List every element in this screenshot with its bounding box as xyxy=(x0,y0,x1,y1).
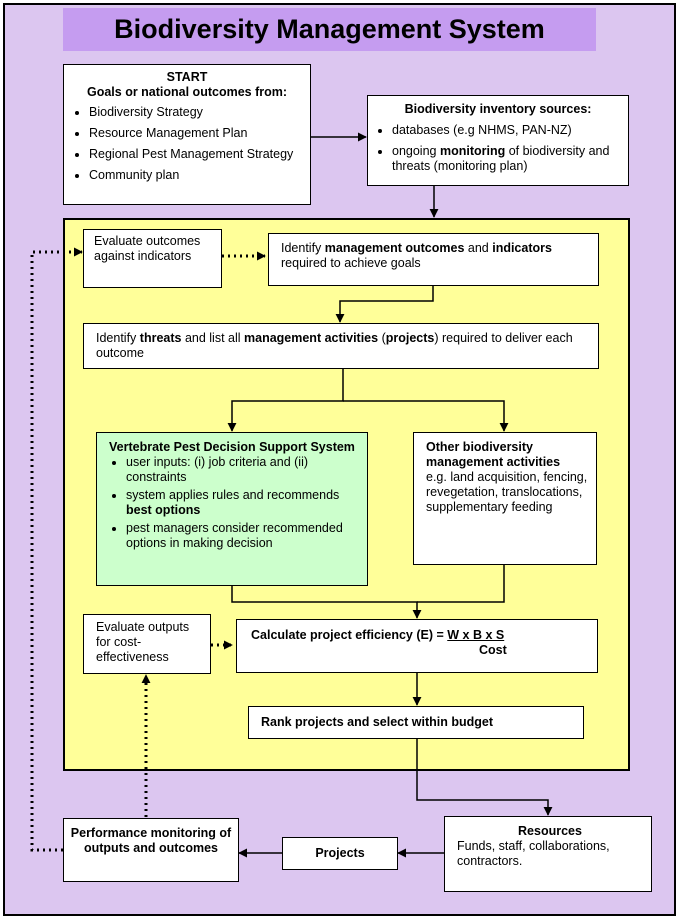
start-heading: START xyxy=(166,70,208,84)
arrow-vpdss-to-efficiency xyxy=(231,586,422,619)
efficiency-label: Calculate project efficiency (E) = xyxy=(251,628,448,642)
arrow-outcomes-to-threats xyxy=(335,285,434,323)
identify-threats-box: Identify threats and list all management… xyxy=(83,323,599,369)
identify-outcomes-box: Identify management outcomes and indicat… xyxy=(268,233,599,286)
arrow-threats-to-other xyxy=(343,400,509,432)
line-other-to-efficiency xyxy=(417,565,505,603)
evaluate-outcomes-text: Evaluate outcomes against indicators xyxy=(94,234,201,263)
arrow-threats-to-vpdss xyxy=(227,368,344,432)
projects-text: Projects xyxy=(315,846,365,860)
projects-box: Projects xyxy=(282,837,398,870)
vpdss-item-managers: pest managers consider recommended optio… xyxy=(126,521,357,551)
arrow-rank-to-resources xyxy=(416,739,553,816)
evaluate-outcomes-box: Evaluate outcomes against indicators xyxy=(83,229,222,288)
goal-item: Biodiversity Strategy xyxy=(89,105,304,120)
efficiency-denominator: Cost xyxy=(479,643,507,657)
efficiency-box: Calculate project efficiency (E) = W x B… xyxy=(236,619,598,673)
dotted-performance-to-evaluate xyxy=(30,247,83,852)
diagram-title: Biodiversity Management System xyxy=(63,8,596,51)
start-goals-box: START Goals or national outcomes from: B… xyxy=(63,64,311,205)
resources-heading: Resources xyxy=(518,824,582,838)
performance-monitoring-box: Performance monitoring of outputs and ou… xyxy=(63,818,239,882)
title-text: Biodiversity Management System xyxy=(114,14,545,44)
resources-box: Resources Funds, staff, collaborations, … xyxy=(444,816,652,892)
rank-text: Rank projects and select within budget xyxy=(261,715,493,729)
efficiency-numerator: W x B x S xyxy=(447,628,505,642)
vpdss-box: Vertebrate Pest Decision Support System … xyxy=(96,432,368,586)
other-activities-box: Other biodiversity management activities… xyxy=(413,432,597,565)
other-body: e.g. land acquisition, fencing, revegeta… xyxy=(426,470,588,514)
inventory-item-databases: databases (e.g NHMS, PAN-NZ) xyxy=(392,123,620,138)
vpdss-item-inputs: user inputs: (i) job criteria and (ii) c… xyxy=(126,455,357,485)
goal-item: Regional Pest Management Strategy xyxy=(89,147,304,162)
rank-box: Rank projects and select within budget xyxy=(248,706,584,739)
resources-body: Funds, staff, collaborations, contractor… xyxy=(457,839,610,868)
evaluate-outputs-box: Evaluate outputs for cost-effectiveness xyxy=(83,614,211,674)
performance-text: Performance monitoring of outputs and ou… xyxy=(70,826,232,855)
evaluate-outputs-text: Evaluate outputs for cost-effectiveness xyxy=(96,620,190,664)
inventory-box: Biodiversity inventory sources: database… xyxy=(367,95,629,186)
inventory-item-monitoring: ongoing monitoring of biodiversity and t… xyxy=(392,144,620,174)
other-heading: Other biodiversity management activities xyxy=(426,440,561,469)
vpdss-item-rules: system applies rules and recommends best… xyxy=(126,488,357,518)
inventory-heading: Biodiversity inventory sources: xyxy=(404,102,592,116)
goal-item: Resource Management Plan xyxy=(89,126,304,141)
start-subheading: Goals or national outcomes from: xyxy=(86,85,288,99)
vpdss-heading: Vertebrate Pest Decision Support System xyxy=(109,440,355,454)
goal-item: Community plan xyxy=(89,168,304,183)
